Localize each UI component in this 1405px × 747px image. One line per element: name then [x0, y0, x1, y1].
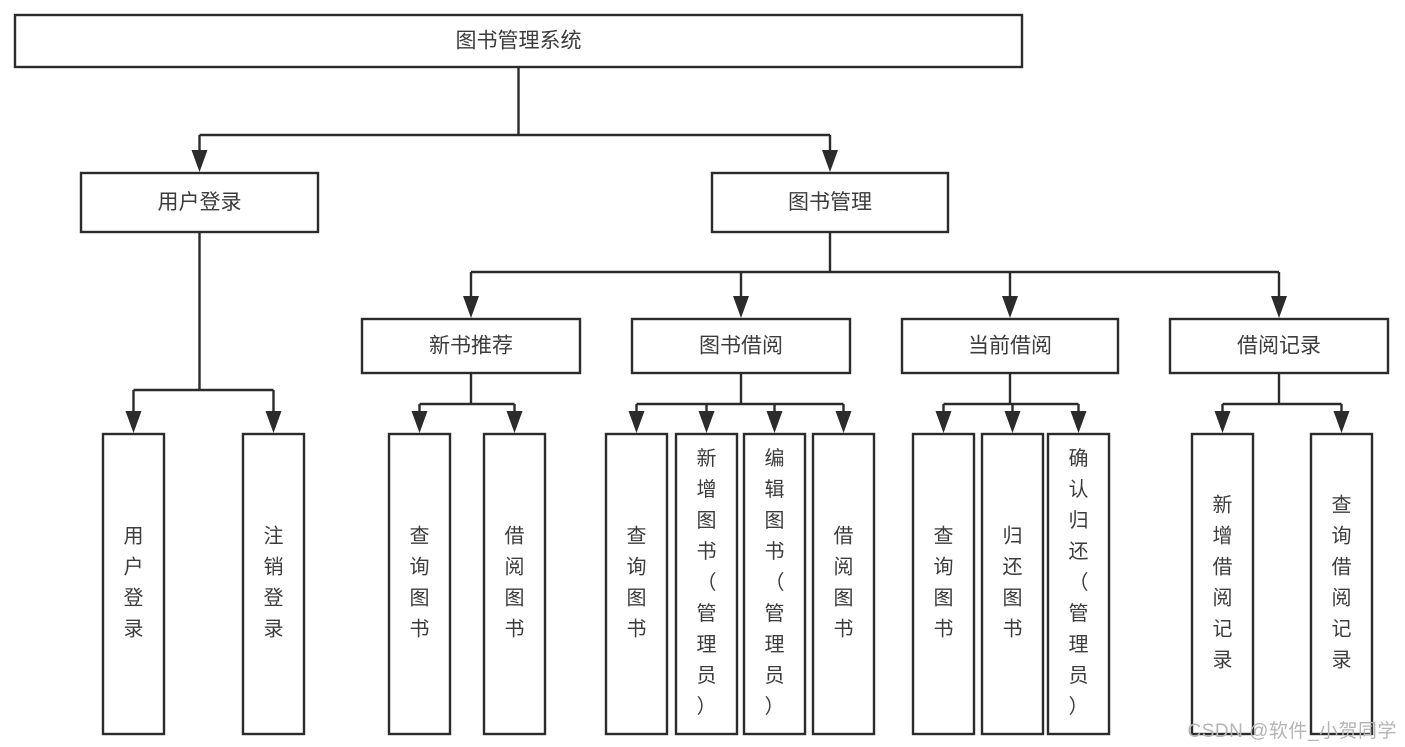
- node-leaf-borrow-book-1[interactable]: 借阅图书: [482, 432, 547, 736]
- node-label-leaf-query-book-1: 查询图书: [410, 525, 430, 641]
- node-box-leaf-add-book[interactable]: [674, 432, 739, 736]
- node-book-manage[interactable]: 图书管理: [710, 171, 950, 234]
- node-label-book-manage: 图书管理: [788, 191, 872, 214]
- node-leaf-return-book[interactable]: 归还图书: [980, 432, 1045, 736]
- node-box-new-book-rec[interactable]: [360, 317, 582, 375]
- node-box-leaf-edit-book[interactable]: [742, 432, 807, 736]
- node-box-root[interactable]: [13, 13, 1024, 69]
- node-leaf-add-book[interactable]: 新增图书（管理员）: [674, 432, 739, 736]
- node-root[interactable]: 图书管理系统: [13, 13, 1024, 69]
- node-label-leaf-query-book-2: 查询图书: [627, 525, 647, 641]
- node-box-book-manage[interactable]: [710, 171, 950, 234]
- node-box-leaf-return-book[interactable]: [980, 432, 1045, 736]
- edge-group-book-borrow: [628, 373, 852, 433]
- node-label-leaf-return-book: 归还图书: [1003, 525, 1023, 641]
- node-box-current-borrow[interactable]: [900, 317, 1120, 375]
- node-box-leaf-query-record[interactable]: [1309, 432, 1374, 736]
- node-box-leaf-logout[interactable]: [241, 432, 306, 736]
- edge-group-user-login: [125, 232, 282, 433]
- node-box-leaf-borrow-book-1[interactable]: [482, 432, 547, 736]
- edge-group-borrow-record: [1214, 373, 1350, 433]
- node-box-leaf-query-book-2[interactable]: [604, 432, 669, 736]
- node-label-new-book-rec: 新书推荐: [429, 335, 513, 358]
- edge-group-current-borrow: [935, 373, 1087, 433]
- node-leaf-query-book-1[interactable]: 查询图书: [387, 432, 452, 736]
- node-label-leaf-user-login: 用户登录: [124, 526, 144, 641]
- node-book-borrow[interactable]: 图书借阅: [630, 317, 852, 375]
- node-label-user-login: 用户登录: [158, 191, 242, 214]
- node-borrow-record[interactable]: 借阅记录: [1168, 317, 1390, 375]
- node-user-login[interactable]: 用户登录: [79, 171, 320, 234]
- nodes-layer: 图书管理系统用户登录图书管理新书推荐图书借阅当前借阅借阅记录用户登录注销登录查询…: [13, 13, 1390, 736]
- node-label-leaf-add-record: 新增借阅记录: [1213, 494, 1233, 672]
- node-label-leaf-query-book-3: 查询图书: [934, 525, 954, 641]
- edge-group-book-manage: [463, 232, 1287, 318]
- node-box-leaf-query-book-1[interactable]: [387, 432, 452, 736]
- node-label-borrow-record: 借阅记录: [1237, 335, 1321, 358]
- node-current-borrow[interactable]: 当前借阅: [900, 317, 1120, 375]
- edge-group-new-book-rec: [411, 373, 523, 433]
- node-leaf-borrow-book-2[interactable]: 借阅图书: [811, 432, 876, 736]
- node-label-leaf-add-book: 新增图书（管理员）: [697, 447, 717, 718]
- node-leaf-user-login[interactable]: 用户登录: [101, 432, 166, 736]
- node-leaf-add-record[interactable]: 新增借阅记录: [1190, 432, 1255, 736]
- node-leaf-logout[interactable]: 注销登录: [241, 432, 306, 736]
- node-box-leaf-add-record[interactable]: [1190, 432, 1255, 736]
- node-box-leaf-borrow-book-2[interactable]: [811, 432, 876, 736]
- node-label-root: 图书管理系统: [456, 30, 582, 53]
- node-label-leaf-query-record: 查询借阅记录: [1332, 494, 1352, 672]
- node-label-leaf-borrow-book-2: 借阅图书: [834, 525, 854, 641]
- node-box-leaf-confirm-return[interactable]: [1046, 432, 1111, 736]
- node-leaf-query-book-3[interactable]: 查询图书: [911, 432, 976, 736]
- node-leaf-confirm-return[interactable]: 确认归还（管理员）: [1046, 432, 1111, 736]
- node-box-borrow-record[interactable]: [1168, 317, 1390, 375]
- node-box-leaf-user-login[interactable]: [101, 432, 166, 736]
- edges-layer: [125, 67, 1350, 433]
- node-label-book-borrow: 图书借阅: [699, 335, 783, 358]
- node-new-book-rec[interactable]: 新书推荐: [360, 317, 582, 375]
- node-box-leaf-query-book-3[interactable]: [911, 432, 976, 736]
- node-leaf-query-record[interactable]: 查询借阅记录: [1309, 432, 1374, 736]
- node-label-leaf-confirm-return: 确认归还（管理员）: [1069, 447, 1089, 718]
- node-box-book-borrow[interactable]: [630, 317, 852, 375]
- node-label-leaf-logout: 注销登录: [264, 525, 284, 641]
- node-box-user-login[interactable]: [79, 171, 320, 234]
- node-label-leaf-edit-book: 编辑图书（管理员）: [765, 447, 785, 718]
- edge-group-root: [191, 67, 838, 172]
- node-leaf-query-book-2[interactable]: 查询图书: [604, 432, 669, 736]
- node-label-leaf-borrow-book-1: 借阅图书: [505, 525, 525, 641]
- node-label-current-borrow: 当前借阅: [968, 335, 1052, 358]
- node-leaf-edit-book[interactable]: 编辑图书（管理员）: [742, 432, 807, 736]
